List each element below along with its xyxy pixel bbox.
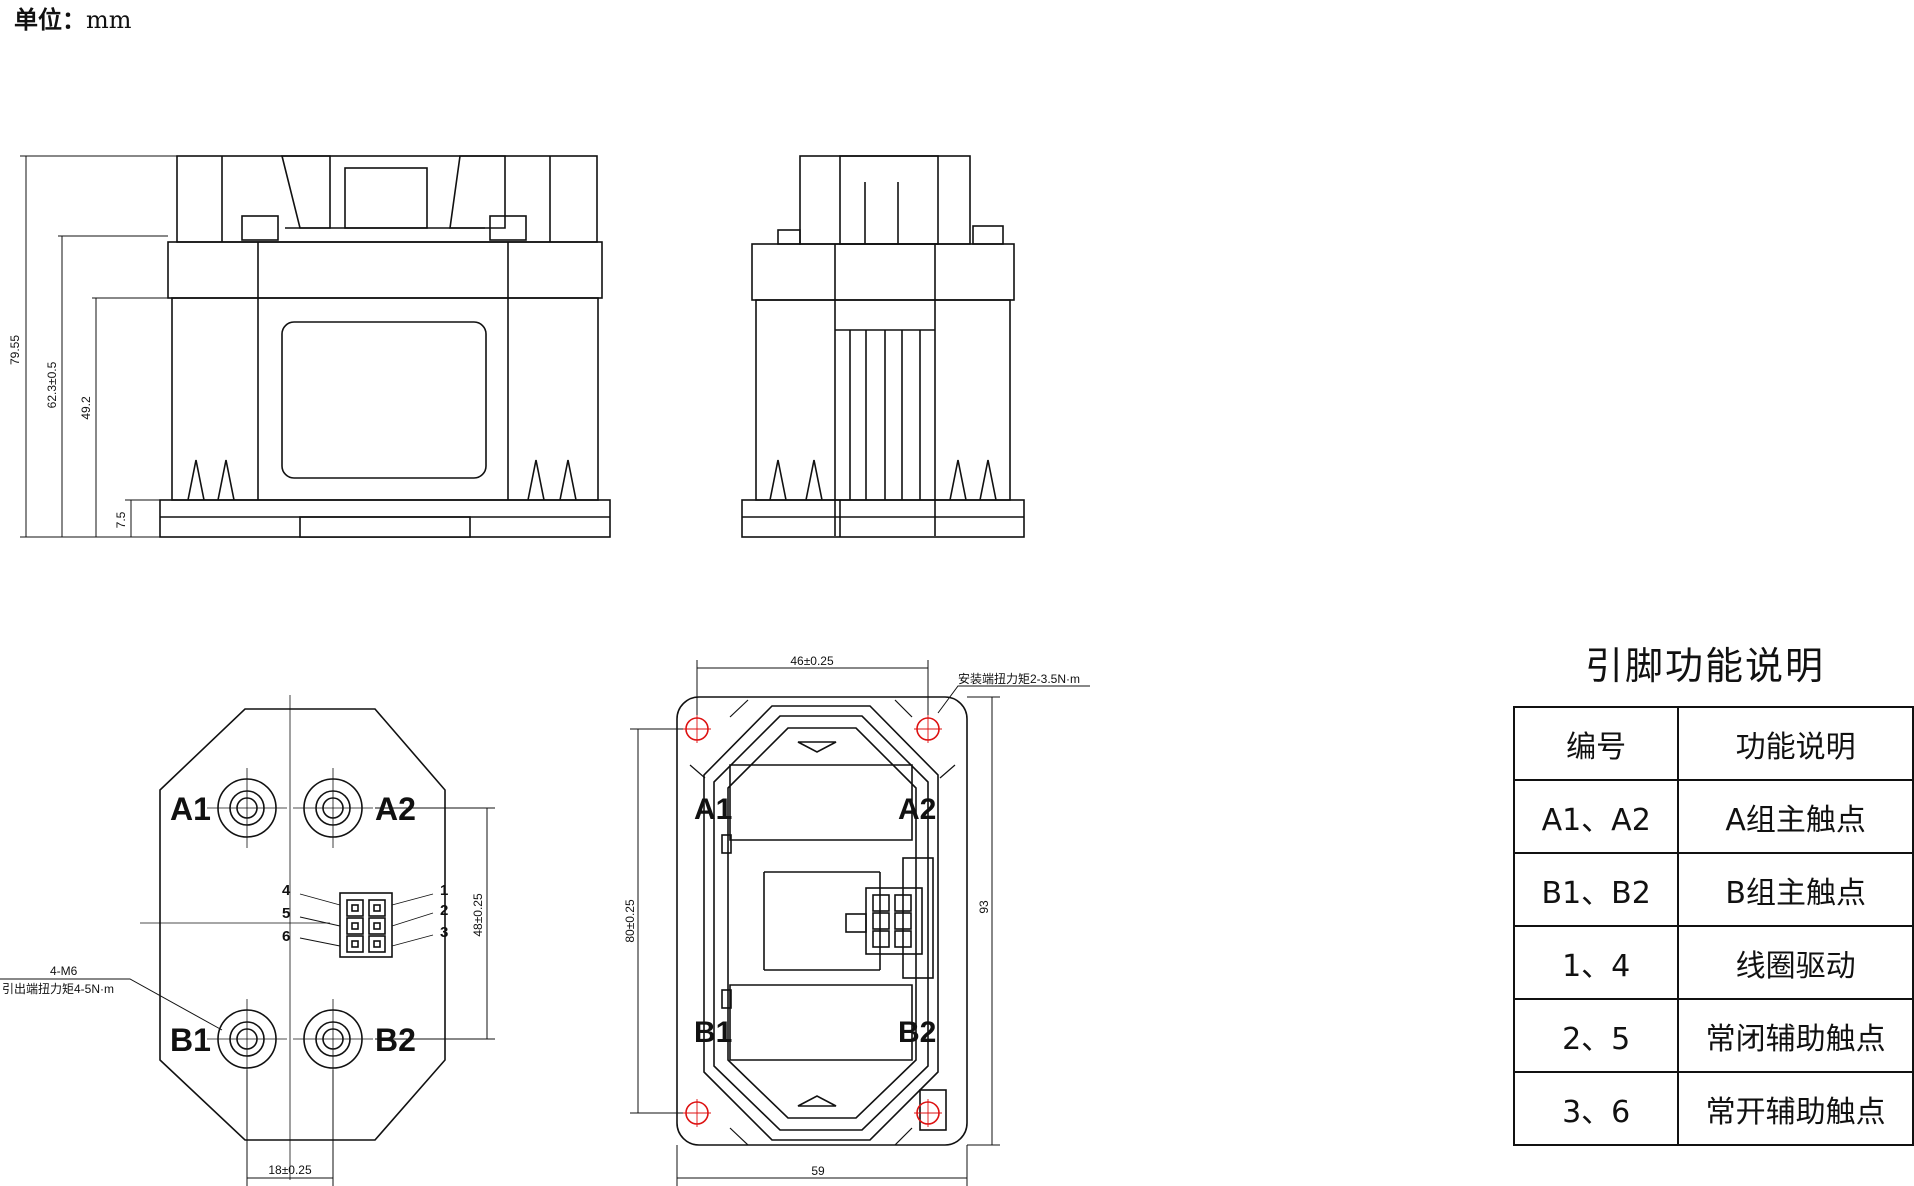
callout-thread: 4-M6 <box>50 964 78 978</box>
table-row: 1、4 线圈驱动 <box>1512 925 1914 1000</box>
dim-h-pin-pitch: 48±0.25 <box>471 893 485 937</box>
pin-function-table: 编号 功能说明 A1、A2 A组主触点 B1、B2 B组主触点 1、4 线圈驱动… <box>1512 706 1914 1146</box>
callout-out-torque: 引出端扭力矩4-5N·m <box>2 982 114 996</box>
front-top-housing <box>176 155 598 243</box>
terminal-b1 <box>207 999 287 1079</box>
mount-label-a2: A2 <box>898 793 936 826</box>
mount-hole-tr <box>914 715 942 743</box>
dim-w-pin-pitch: 18±0.25 <box>268 1163 312 1177</box>
terminal-a1 <box>207 768 287 848</box>
front-window <box>281 321 487 479</box>
front-view <box>159 155 611 538</box>
aux-pin-1: 1 <box>440 882 448 899</box>
mount-aux-connector <box>845 887 923 955</box>
mount-octagon-outer <box>703 705 939 1141</box>
table-header-row: 编号 功能说明 <box>1512 706 1914 781</box>
dim-h-body: 62.3±0.5 <box>45 361 59 408</box>
mount-outline <box>676 696 968 1146</box>
table-row: B1、B2 B组主触点 <box>1512 852 1914 927</box>
dim-h-total: 79.55 <box>8 335 22 365</box>
header-function: 功能说明 <box>1677 706 1914 781</box>
dim-h-mount: 80±0.25 <box>623 899 637 943</box>
label-b2: B2 <box>375 1022 416 1058</box>
row-function: 常开辅助触点 <box>1677 1071 1914 1146</box>
dim-h-base: 7.5 <box>114 511 128 528</box>
row-function: 线圈驱动 <box>1677 925 1914 1000</box>
row-function: 常闭辅助触点 <box>1677 998 1914 1073</box>
unit-label-text: 单位： <box>14 5 86 34</box>
aux-pin-3: 3 <box>440 924 448 941</box>
row-number: 2、5 <box>1512 998 1680 1073</box>
row-number: 3、6 <box>1512 1071 1680 1146</box>
dim-h-overall: 93 <box>977 900 991 914</box>
mount-label-b2: B2 <box>898 1016 936 1049</box>
terminal-b2 <box>293 999 373 1079</box>
mount-label-a1: A1 <box>694 793 732 826</box>
terminal-view-labels: A1 A2 B1 B2 1 2 3 4 5 6 48±0.25 18±0.25 … <box>2 791 485 1177</box>
dim-h-mid: 49.2 <box>79 396 93 420</box>
side-view <box>741 155 1025 538</box>
mount-hole-bl <box>683 1099 711 1127</box>
terminal-plate <box>159 708 446 1141</box>
row-function: B组主触点 <box>1677 852 1914 927</box>
side-base <box>741 499 1025 538</box>
table-row: 2、5 常闭辅助触点 <box>1512 998 1914 1073</box>
row-number: A1、A2 <box>1512 779 1680 854</box>
dim-w-overall: 59 <box>811 1164 825 1178</box>
mount-hole-tl <box>683 715 711 743</box>
aux-pin-5: 5 <box>282 905 290 922</box>
label-b1: B1 <box>170 1022 211 1058</box>
row-function: A组主触点 <box>1677 779 1914 854</box>
label-a2: A2 <box>375 791 416 827</box>
header-number: 编号 <box>1512 706 1680 781</box>
mounting-view-labels: A1 A2 B1 B2 46±0.25 80±0.25 93 59 安装端扭力矩… <box>623 654 1080 1178</box>
aux-pin-2: 2 <box>440 902 448 919</box>
front-dim-labels: 79.55 62.3±0.5 49.2 7.5 <box>8 335 128 529</box>
unit-value: mm <box>86 6 132 34</box>
side-upper-body <box>751 243 1015 301</box>
row-number: B1、B2 <box>1512 852 1680 927</box>
pin-table-title: 引脚功能说明 <box>1584 644 1825 688</box>
aux-pin-6: 6 <box>282 928 290 945</box>
terminal-view <box>0 695 495 1186</box>
callout-mount-torque: 安装端扭力矩2-3.5N·m <box>958 671 1080 686</box>
unit-label: 单位：mm <box>14 0 132 35</box>
mount-label-b1: B1 <box>694 1016 732 1049</box>
front-upper-body <box>167 241 603 299</box>
aux-connector <box>339 892 393 958</box>
mounting-view <box>630 660 1090 1186</box>
dim-w-mount: 46±0.25 <box>790 654 834 668</box>
row-number: 1、4 <box>1512 925 1680 1000</box>
table-row: A1、A2 A组主触点 <box>1512 779 1914 854</box>
aux-pin-4: 4 <box>282 882 291 899</box>
table-row: 3、6 常开辅助触点 <box>1512 1071 1914 1146</box>
mount-hole-br <box>914 1099 942 1127</box>
side-top-housing <box>799 155 971 245</box>
front-dims <box>20 155 177 538</box>
label-a1: A1 <box>170 791 211 827</box>
terminal-a2 <box>293 768 373 848</box>
